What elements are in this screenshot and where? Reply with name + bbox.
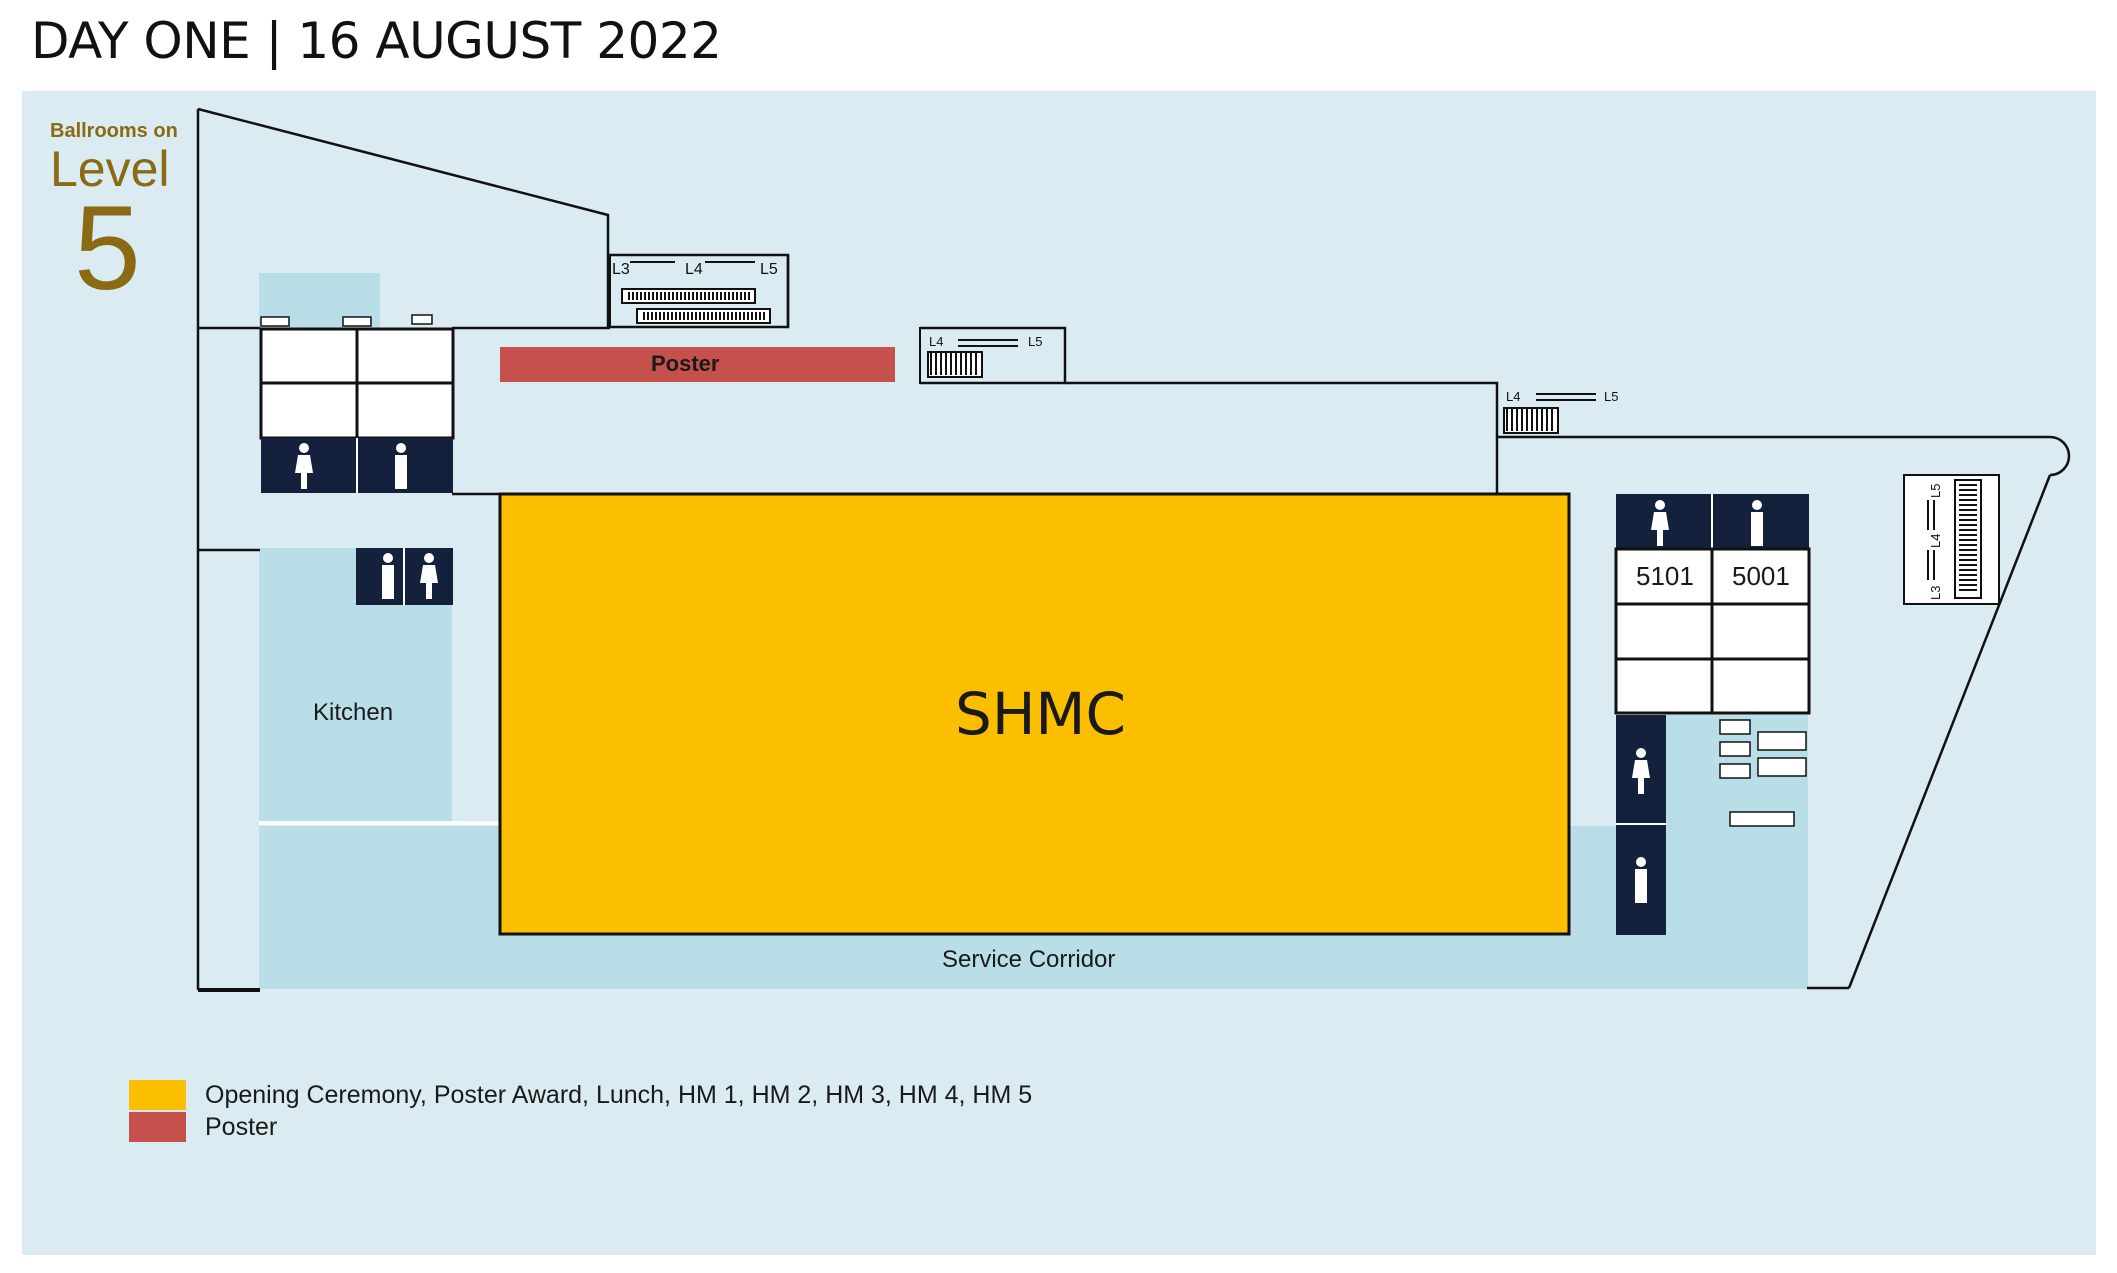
escalator-label: L4	[1928, 534, 1943, 548]
escalator-label: L4	[1506, 389, 1520, 404]
lift-icons-top-left	[260, 314, 433, 327]
legend-label: Opening Ceremony, Poster Award, Lunch, H…	[205, 1081, 1033, 1109]
escalator-label: L5	[1604, 389, 1618, 404]
legend-swatch-red	[129, 1112, 186, 1142]
escalator-right	[1503, 393, 1596, 434]
shmc-label: SHMC	[955, 680, 1126, 748]
kitchen-label: Kitchen	[313, 699, 394, 726]
poster-label: Poster	[651, 351, 720, 376]
service-corridor-label: Service Corridor	[942, 946, 1116, 973]
escalator-label: L5	[760, 261, 778, 278]
rooms-right	[1614, 547, 1811, 715]
escalator-mid	[919, 327, 1066, 384]
male-toilet-icon	[382, 553, 394, 599]
room-5101-label: 5101	[1636, 561, 1694, 591]
male-toilet-icon	[395, 443, 407, 489]
escalator-label: L5	[1028, 334, 1042, 349]
female-toilet-icon	[1632, 748, 1650, 794]
level-caption: Ballrooms on	[50, 120, 178, 142]
rooms-top-left	[259, 327, 455, 440]
page-title: DAY ONE | 16 AUGUST 2022	[31, 12, 722, 70]
level-word: Level	[50, 141, 170, 197]
level-number: 5	[74, 181, 141, 315]
poster-area	[500, 347, 895, 382]
escalator-label: L3	[1928, 586, 1943, 600]
escalator-side	[1903, 474, 2000, 605]
escalator-label: L4	[685, 261, 703, 278]
legend-label: Poster	[205, 1113, 278, 1141]
lift-icons-right	[1719, 719, 1807, 827]
male-toilet-icon	[1751, 500, 1763, 546]
room-5001-label: 5001	[1732, 561, 1790, 591]
escalator-top	[609, 254, 789, 328]
female-toilet-icon	[1651, 500, 1669, 546]
male-toilet-icon	[1635, 857, 1647, 903]
shmc-hall	[498, 492, 1571, 936]
escalator-label: L5	[1928, 484, 1943, 498]
escalator-label: L3	[612, 261, 630, 278]
escalator-label: L4	[929, 334, 943, 349]
legend-swatch-yellow	[129, 1080, 186, 1110]
female-toilet-icon	[420, 553, 438, 599]
female-toilet-icon	[295, 443, 313, 489]
